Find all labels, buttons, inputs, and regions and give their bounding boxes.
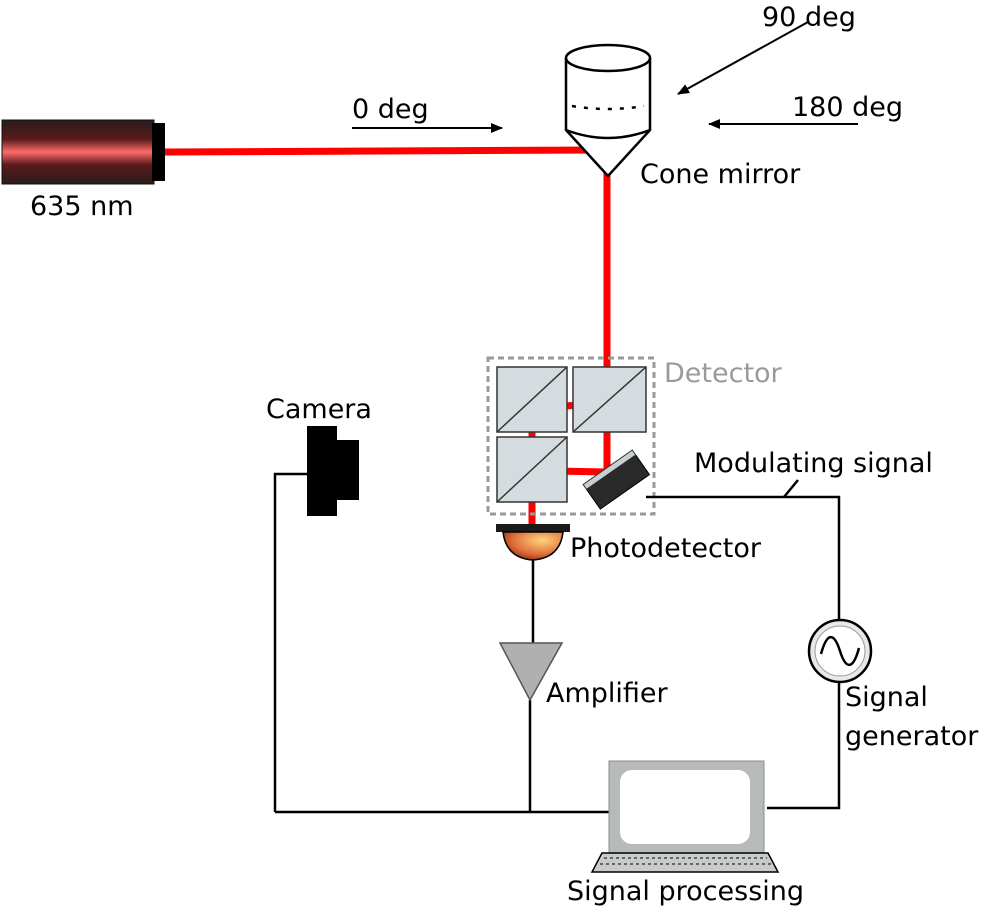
cone-mirror-label: Cone mirror: [640, 159, 801, 190]
photodetector-label: Photodetector: [570, 533, 762, 564]
detector-label: Detector: [664, 358, 783, 389]
laser-source: [1, 119, 165, 185]
computer: [590, 760, 780, 873]
signal-processing-label: Signal processing: [567, 876, 804, 907]
amplifier: [498, 642, 564, 702]
angle-90-arrow: [677, 21, 809, 95]
detector-assembly: [486, 356, 656, 516]
laser-wavelength-label: 635 nm: [30, 191, 134, 222]
signal-wires: [273, 472, 841, 814]
signal-generator-label-line1: Signal: [845, 682, 928, 713]
modulating-signal-label: Modulating signal: [694, 448, 933, 479]
signal-generator: [807, 618, 873, 684]
signal-generator-label-line2: generator: [845, 721, 979, 752]
angle-180-label: 180 deg: [792, 92, 903, 123]
camera: [307, 426, 359, 516]
cone-mirror: [564, 43, 652, 178]
amplifier-label: Amplifier: [546, 678, 669, 709]
angle-0-label: 0 deg: [352, 94, 429, 125]
angle-90-label: 90 deg: [762, 2, 856, 33]
photodetector: [496, 524, 570, 561]
camera-label: Camera: [266, 394, 372, 425]
